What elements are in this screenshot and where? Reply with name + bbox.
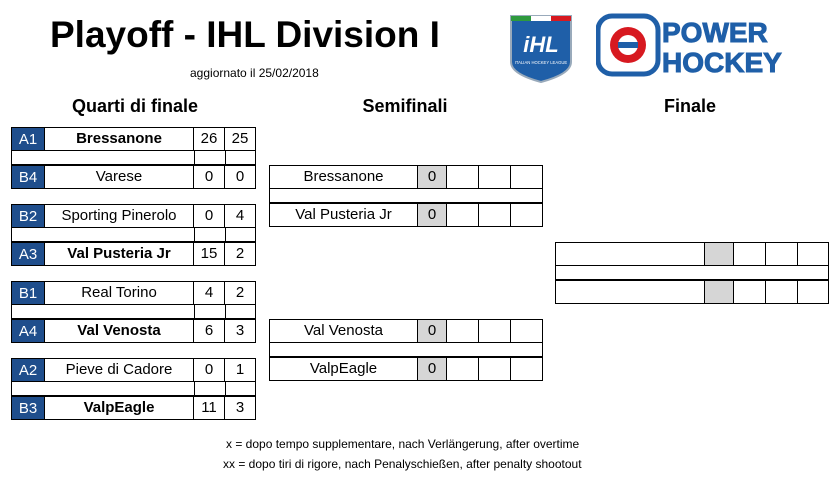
sf-game-cell <box>479 165 511 189</box>
sf-gap-row <box>269 343 543 357</box>
seed-badge: B3 <box>11 396 45 420</box>
qf-gap-row <box>11 382 256 396</box>
final-game-cell <box>766 280 798 304</box>
sf-game-cell <box>447 319 479 343</box>
sf-team-name: Val Venosta <box>269 319 418 343</box>
seed-badge: B1 <box>11 281 45 305</box>
team-name: Sporting Pinerolo <box>45 204 194 228</box>
sf-team-name: Bressanone <box>269 165 418 189</box>
qf-gap-row <box>11 305 256 319</box>
qf-gap-row <box>11 151 256 165</box>
gap-divider <box>194 228 195 241</box>
final-wins <box>705 280 734 304</box>
game2-score: 3 <box>225 319 256 343</box>
semifinals-heading: Semifinali <box>362 96 448 116</box>
sf-team-name: ValpEagle <box>269 357 418 381</box>
seed-badge: B2 <box>11 204 45 228</box>
game1-score: 15 <box>194 242 225 266</box>
gap-divider <box>194 305 195 318</box>
footer-overtime-note: x = dopo tempo supplementare, nach Verlä… <box>226 437 580 451</box>
game2-score: 4 <box>225 204 256 228</box>
seed-badge: A1 <box>11 127 45 151</box>
seed-badge: A4 <box>11 319 45 343</box>
gap-divider <box>194 382 195 395</box>
game1-score: 0 <box>194 165 225 189</box>
seed-badge: A2 <box>11 358 45 382</box>
ihl-logo-text: iHL <box>523 32 558 57</box>
sf-wins: 0 <box>418 203 447 227</box>
final-game-cell <box>734 280 766 304</box>
sf-gap-row <box>269 189 543 203</box>
team-name: Real Torino <box>45 281 194 305</box>
sf-game-cell <box>479 357 511 381</box>
game2-score: 2 <box>225 242 256 266</box>
sf-game-cell <box>511 357 543 381</box>
final-game-cell <box>766 242 798 266</box>
game2-score: 3 <box>225 396 256 420</box>
gap-divider <box>225 228 226 241</box>
sf-wins: 0 <box>418 319 447 343</box>
final-team-slot <box>555 280 705 304</box>
team-name: ValpEagle <box>45 396 194 420</box>
game1-score: 11 <box>194 396 225 420</box>
quarterfinals-heading: Quarti di finale <box>71 96 199 116</box>
sf-game-cell <box>479 319 511 343</box>
game1-score: 0 <box>194 358 225 382</box>
sf-game-cell <box>511 165 543 189</box>
sf-game-cell <box>447 165 479 189</box>
game1-score: 4 <box>194 281 225 305</box>
seed-badge: B4 <box>11 165 45 189</box>
gap-divider <box>225 382 226 395</box>
sf-game-cell <box>511 203 543 227</box>
gap-divider <box>194 151 195 164</box>
sf-wins: 0 <box>418 165 447 189</box>
ihl-logo-subtext: ITALIAN HOCKEY LEAGUE <box>515 60 568 65</box>
game2-score: 25 <box>225 127 256 151</box>
power-hockey-logo: POWER HOCKEY <box>595 12 818 79</box>
final-team-slot <box>555 242 705 266</box>
game2-score: 2 <box>225 281 256 305</box>
sf-team-name: Val Pusteria Jr <box>269 203 418 227</box>
final-game-cell <box>797 242 829 266</box>
team-name: Val Venosta <box>45 319 194 343</box>
ihl-logo: iHL ITALIAN HOCKEY LEAGUE <box>507 12 575 84</box>
game1-score: 26 <box>194 127 225 151</box>
power-text: POWER <box>662 17 768 48</box>
sf-wins: 0 <box>418 357 447 381</box>
hockey-text: HOCKEY <box>662 47 782 78</box>
footer-shootout-note: xx = dopo tiri di rigore, nach Penalysch… <box>223 457 582 471</box>
qf-gap-row <box>11 228 256 242</box>
team-name: Bressanone <box>45 127 194 151</box>
final-gap-row <box>555 266 829 280</box>
team-name: Val Pusteria Jr <box>45 242 194 266</box>
final-game-cell <box>734 242 766 266</box>
final-wins <box>705 242 734 266</box>
updated-date: aggiornato il 25/02/2018 <box>190 66 319 80</box>
page-title: Playoff - IHL Division I <box>50 14 440 55</box>
game2-score: 1 <box>225 358 256 382</box>
game2-score: 0 <box>225 165 256 189</box>
sf-game-cell <box>447 203 479 227</box>
seed-badge: A3 <box>11 242 45 266</box>
gap-divider <box>225 305 226 318</box>
gap-divider <box>225 151 226 164</box>
sf-game-cell <box>479 203 511 227</box>
final-heading: Finale <box>663 96 716 116</box>
team-name: Pieve di Cadore <box>45 358 194 382</box>
sf-game-cell <box>447 357 479 381</box>
team-name: Varese <box>45 165 194 189</box>
final-game-cell <box>797 280 829 304</box>
game1-score: 6 <box>194 319 225 343</box>
sf-game-cell <box>511 319 543 343</box>
game1-score: 0 <box>194 204 225 228</box>
